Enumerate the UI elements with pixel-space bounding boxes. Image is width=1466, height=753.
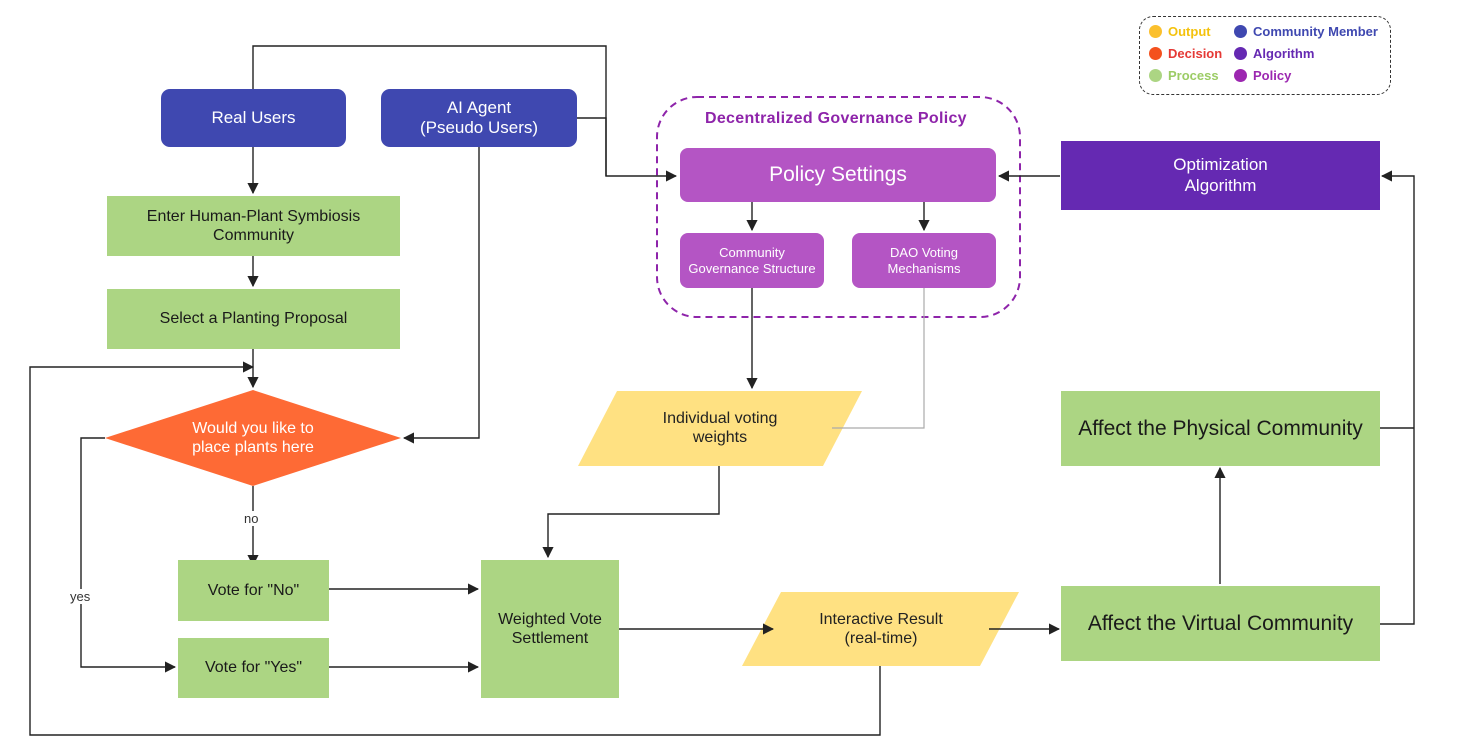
edge-virtual-optimization	[1380, 170, 1415, 625]
voting-weights-text: Individual voting weights	[662, 409, 778, 446]
process-dot-icon	[1149, 69, 1162, 82]
legend-algorithm: Algorithm	[1234, 46, 1314, 61]
legend-output: Output	[1149, 24, 1211, 39]
interactive-result-shape[interactable]	[742, 592, 1019, 666]
optimization-algorithm-node[interactable]: Optimization Algorithm	[1061, 141, 1380, 210]
affect-physical-node[interactable]: Affect the Physical Community	[1061, 391, 1380, 466]
legend-community-member: Community Member	[1234, 24, 1378, 39]
interactive-result-text: Interactive Result (real-time)	[819, 610, 943, 647]
edge-aiagent-policy	[577, 117, 607, 176]
vote-no-node[interactable]: Vote for "No"	[178, 560, 329, 621]
governance-structure-node[interactable]: Community Governance Structure	[680, 233, 824, 288]
governance-group-title: Decentralized Governance Policy	[705, 110, 967, 127]
weighted-vote-node[interactable]: Weighted Vote Settlement	[481, 560, 619, 698]
algorithm-dot-icon	[1234, 47, 1247, 60]
enter-community-node[interactable]: Enter Human-Plant Symbiosis Community	[107, 196, 400, 256]
voting-weights-shape[interactable]	[578, 391, 862, 466]
member-dot-icon	[1234, 25, 1247, 38]
decision-diamond[interactable]	[105, 390, 401, 486]
output-dot-icon	[1149, 25, 1162, 38]
edge-realusers-policy	[252, 45, 678, 182]
legend: Output Decision Process Community Member…	[1139, 16, 1391, 95]
policy-settings-node[interactable]: Policy Settings	[680, 148, 996, 202]
dao-voting-node[interactable]: DAO Voting Mechanisms	[852, 233, 996, 288]
edge-result-loop	[29, 361, 881, 736]
edge-decision-yes	[80, 437, 177, 673]
edge-aiagent-decision	[402, 147, 480, 444]
decision-text: Would you like to place plants here	[192, 419, 314, 456]
ai-agent-node[interactable]: AI Agent (Pseudo Users)	[381, 89, 577, 147]
legend-process: Process	[1149, 68, 1219, 83]
legend-policy: Policy	[1234, 68, 1291, 83]
affect-virtual-node[interactable]: Affect the Virtual Community	[1061, 586, 1380, 661]
edge-label-no: no	[242, 511, 261, 526]
governance-policy-group	[656, 96, 1021, 318]
policy-dot-icon	[1234, 69, 1247, 82]
decision-dot-icon	[1149, 47, 1162, 60]
select-proposal-node[interactable]: Select a Planting Proposal	[107, 289, 400, 349]
edge-label-yes: yes	[68, 589, 93, 604]
legend-decision: Decision	[1149, 46, 1222, 61]
edge-weights-weighted	[542, 466, 720, 559]
vote-yes-node[interactable]: Vote for "Yes"	[178, 638, 329, 698]
real-users-node[interactable]: Real Users	[161, 89, 346, 147]
edge-dao-weights	[832, 288, 925, 429]
